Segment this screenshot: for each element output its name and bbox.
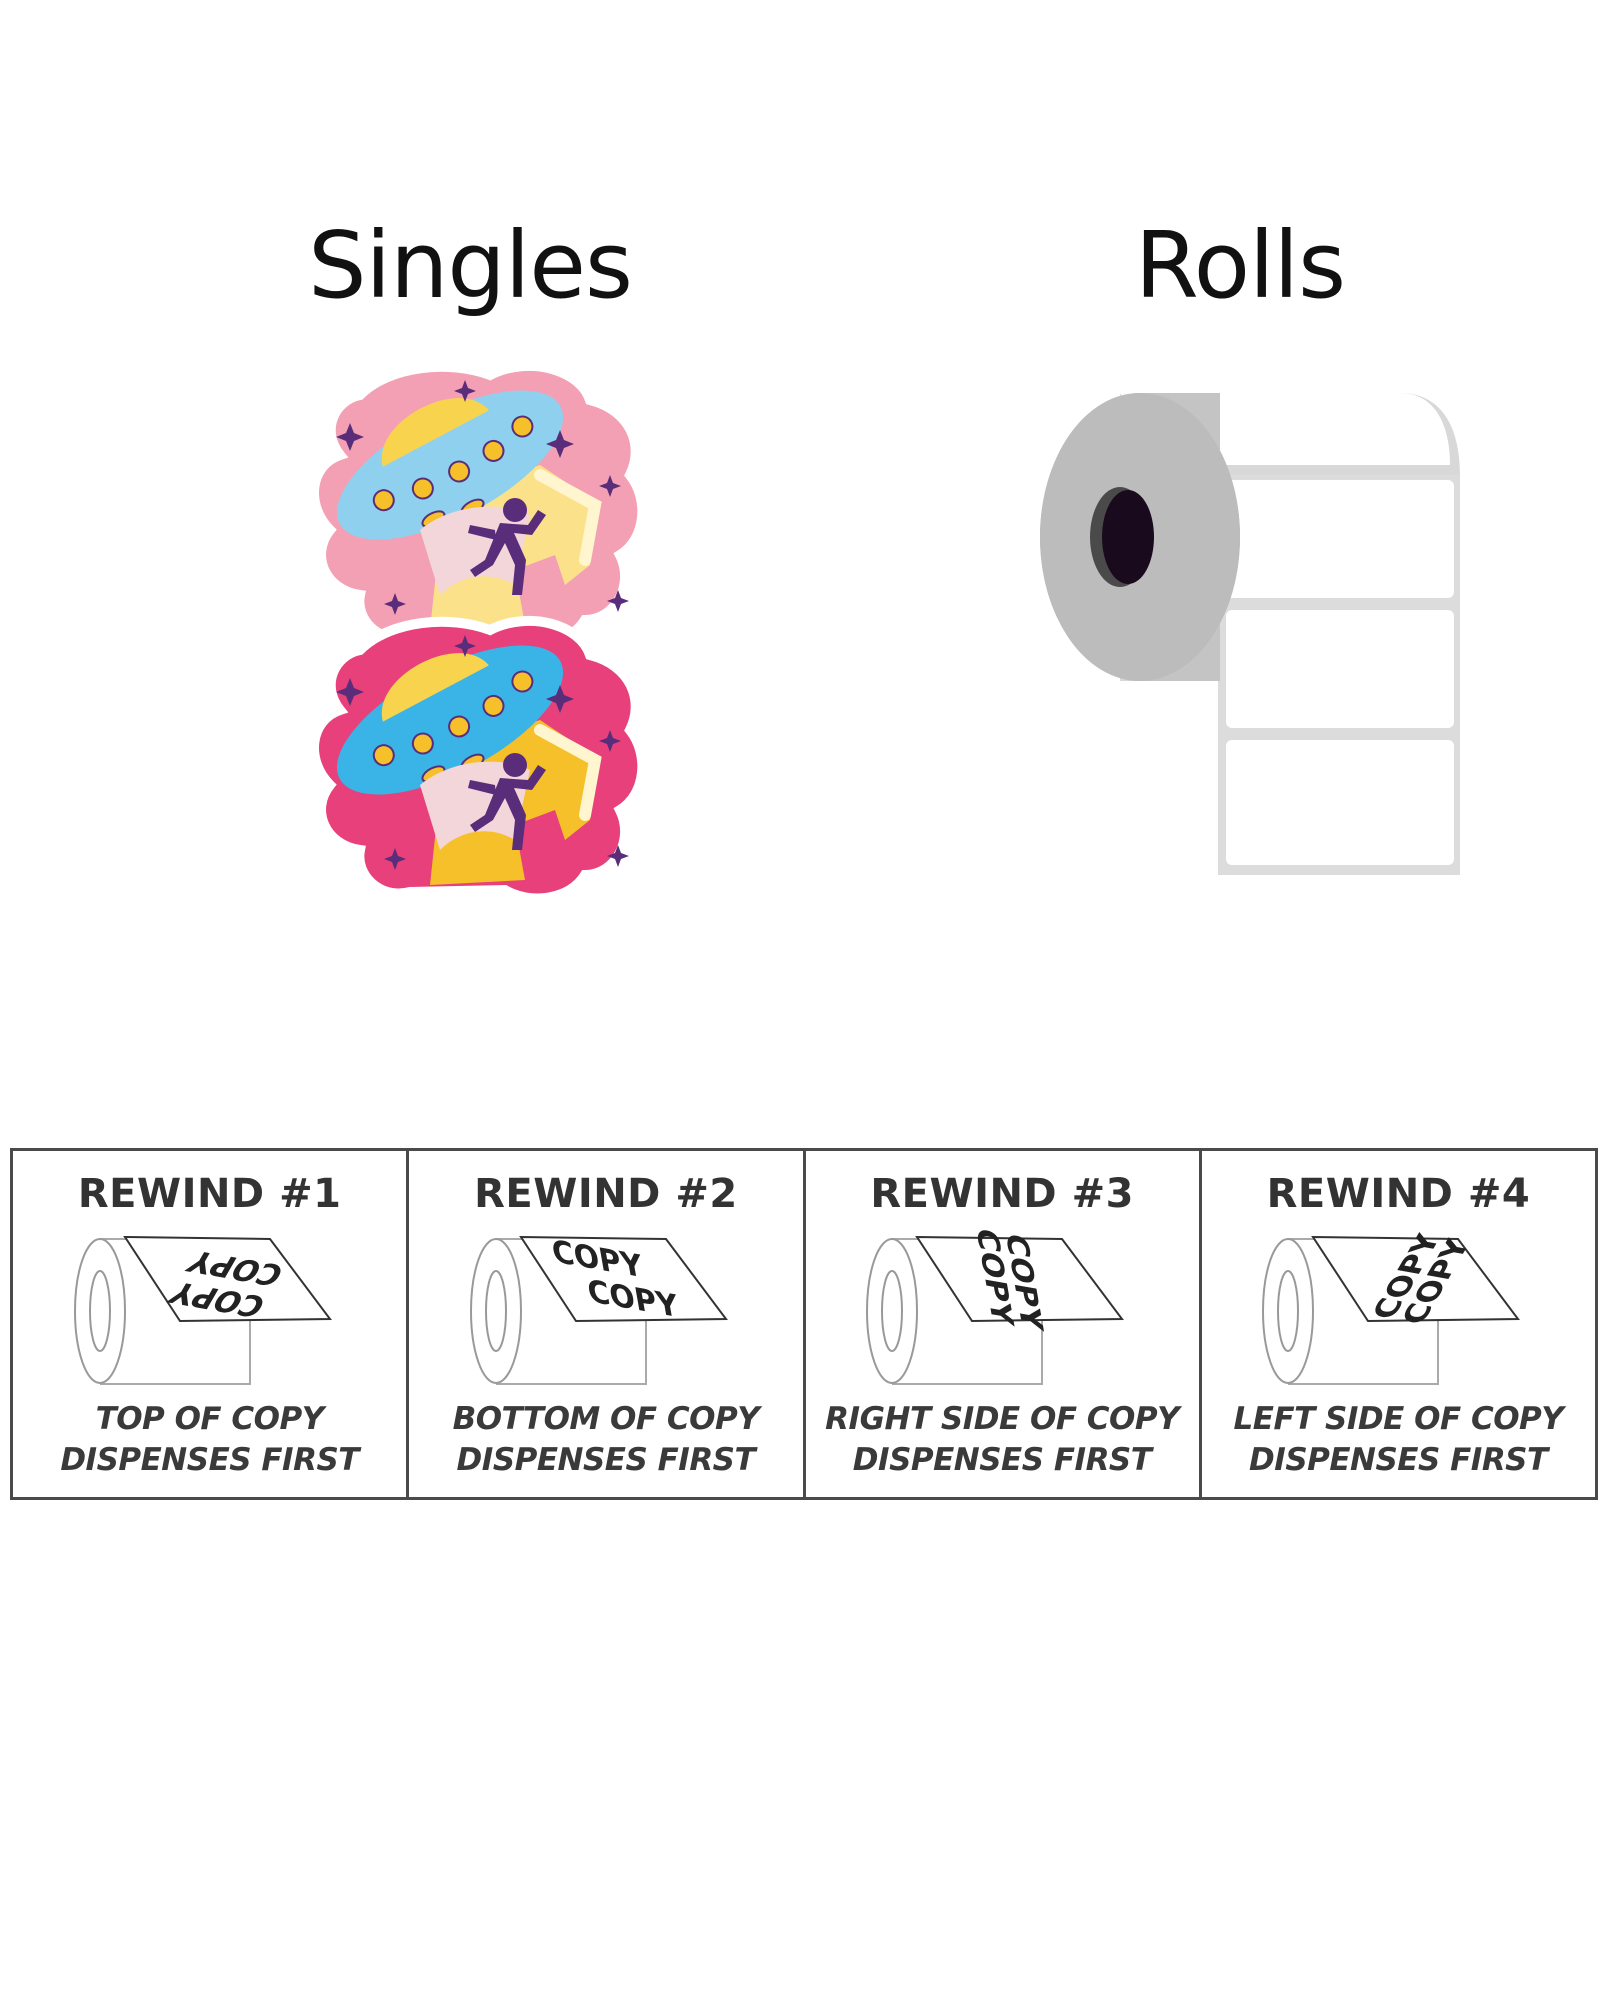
rewind-4-roll-diagram: COPY COPY [1262, 1231, 1521, 1385]
singles-heading: Singles [308, 212, 633, 319]
rewind-3-roll-diagram: COPY COPY [866, 1229, 1125, 1385]
ufo-sticker-light [310, 355, 643, 643]
ufo-sticker-dark [310, 605, 643, 898]
rewind-option-2[interactable]: REWIND #2 COPY COPY BOTTOM OF COPY DISPE… [409, 1151, 806, 1497]
rewind-2-roll-diagram: COPY COPY [469, 1233, 728, 1385]
ufo-stickers-illustration [300, 355, 670, 925]
rewind-caption: BOTTOM OF COPY DISPENSES FIRST [452, 1401, 760, 1478]
rewind-title: REWIND #2 [474, 1171, 738, 1217]
rolls-heading: Rolls [1134, 212, 1346, 319]
rewind-option-4[interactable]: REWIND #4 COPY COPY LEFT SIDE OF COPY DI… [1202, 1151, 1595, 1497]
rewind-title: REWIND #3 [870, 1171, 1134, 1217]
rewind-title: REWIND #4 [1266, 1171, 1531, 1217]
rewind-direction-table: REWIND #1 COPY COPY TOP OF COPY DISPENSE… [10, 1148, 1598, 1500]
rewind-caption: TOP OF COPY DISPENSES FIRST [60, 1401, 359, 1478]
rewind-option-1[interactable]: REWIND #1 COPY COPY TOP OF COPY DISPENSE… [13, 1151, 410, 1497]
rewind-caption: RIGHT SIDE OF COPY DISPENSES FIRST [825, 1401, 1180, 1478]
label-roll-illustration [1040, 393, 1460, 875]
rewind-title: REWIND #1 [77, 1171, 342, 1217]
rewind-caption: LEFT SIDE OF COPY DISPENSES FIRST [1233, 1401, 1564, 1478]
rewind-1-roll-diagram: COPY COPY [73, 1235, 332, 1385]
rewind-option-3[interactable]: REWIND #3 COPY COPY RIGHT SIDE OF COPY D… [806, 1151, 1202, 1497]
